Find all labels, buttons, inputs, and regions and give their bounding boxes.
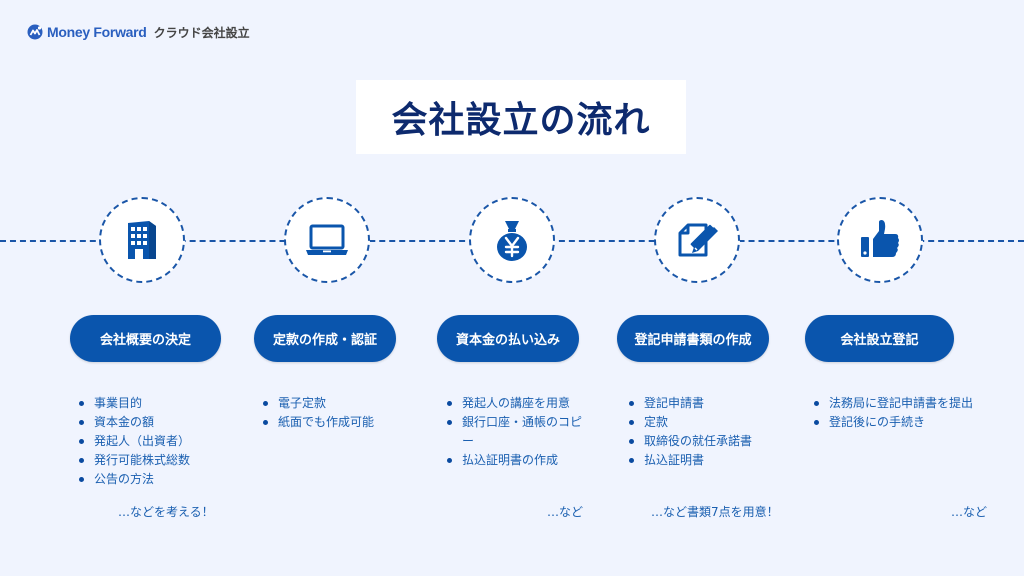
step-1-button[interactable]: 会社概要の決定 [70,315,221,362]
thumbs-up-icon [861,220,899,257]
list-item: 払込証明書の作成 [444,451,592,470]
product-name: クラウド会社設立 [153,25,250,40]
list-item: 資本金の額 [76,413,190,432]
title-box: 会社設立の流れ [356,80,686,154]
list-item: 取締役の就任承諾書 [626,432,752,451]
brand-logo: Money Forward クラウド会社設立 [27,22,250,42]
step-3-circle [469,197,555,283]
step-4-list: 登記申請書 定款 取締役の就任承諾書 払込証明書 [626,394,752,470]
step-5-list: 法務局に登記申請書を提出 登記後にの手続き [811,394,973,432]
yen-money-bag-icon [497,221,527,261]
list-item: 登記後にの手続き [811,413,973,432]
list-item: 公告の方法 [76,470,190,489]
list-item: 発行可能株式総数 [76,451,190,470]
money-forward-logo-icon [27,24,43,40]
step-2-list: 電子定款 紙面でも作成可能 [260,394,374,432]
page-title: 会社設立の流れ [391,100,651,141]
list-item: 登記申請書 [626,394,752,413]
laptop-icon [306,224,348,255]
list-item: 定款 [626,413,752,432]
step-3-list: 発起人の講座を用意 銀行口座・通帳のコピー 払込証明書の作成 [444,394,592,470]
list-item: 発起人（出資者） [76,432,190,451]
brand-name: Money Forward [47,24,147,40]
step-1-list: 事業目的 資本金の額 発起人（出資者） 発行可能株式総数 公告の方法 [76,394,190,489]
step-3-note: …など [547,505,584,519]
list-item: 銀行口座・通帳のコピー [444,413,592,451]
list-item: 事業目的 [76,394,190,413]
document-pencil-icon [678,223,718,257]
list-item: 発起人の講座を用意 [444,394,592,413]
step-4-button[interactable]: 登記申請書類の作成 [617,315,769,362]
step-1-circle [99,197,185,283]
list-item: 紙面でも作成可能 [260,413,374,432]
step-1-note: …などを考える！ [118,505,214,519]
step-5-circle [837,197,923,283]
step-3-button[interactable]: 資本金の払い込み [437,315,579,362]
step-5-note: …など [951,505,988,519]
building-icon [128,221,156,259]
step-4-circle [654,197,740,283]
list-item: 法務局に登記申請書を提出 [811,394,973,413]
step-2-circle [284,197,370,283]
list-item: 払込証明書 [626,451,752,470]
step-2-button[interactable]: 定款の作成・認証 [254,315,396,362]
step-5-button[interactable]: 会社設立登記 [805,315,954,362]
step-4-note: …など書類7点を用意！ [651,505,779,519]
list-item: 電子定款 [260,394,374,413]
